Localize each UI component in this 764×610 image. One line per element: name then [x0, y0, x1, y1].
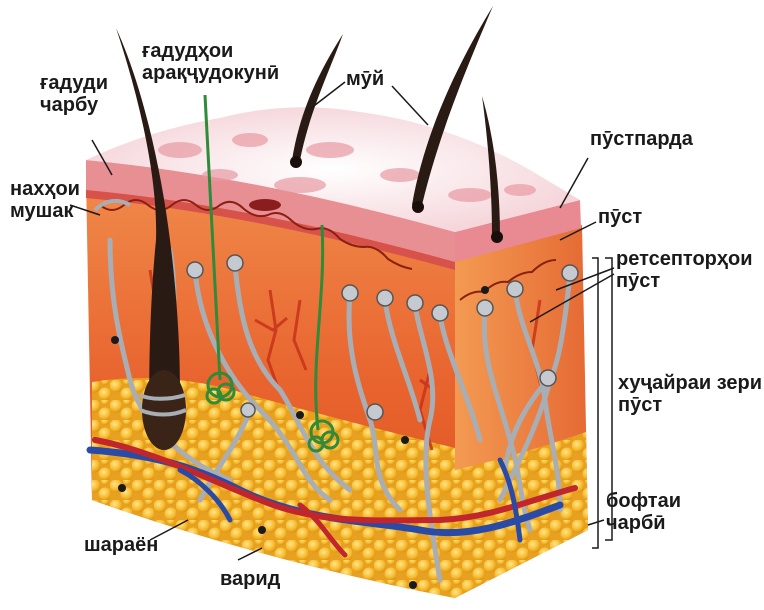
label-vein: варид: [220, 568, 280, 590]
receptor: [227, 255, 243, 271]
receptor: [407, 295, 423, 311]
leader-fat: [588, 520, 604, 525]
receptor: [187, 262, 203, 278]
receptor: [342, 285, 358, 301]
receptor: [367, 404, 383, 420]
receptor: [241, 403, 255, 417]
receptor: [432, 305, 448, 321]
bracket-skin: [592, 258, 598, 548]
receptor: [540, 370, 556, 386]
label-epidermis: пӯстпарда: [590, 128, 693, 150]
receptor: [507, 281, 523, 297]
label-artery: шараён: [84, 534, 158, 556]
label-hair: мӯй: [346, 68, 384, 90]
receptor: [377, 290, 393, 306]
receptor: [562, 265, 578, 281]
label-skin: пӯст: [598, 206, 642, 228]
receptor: [477, 300, 493, 316]
